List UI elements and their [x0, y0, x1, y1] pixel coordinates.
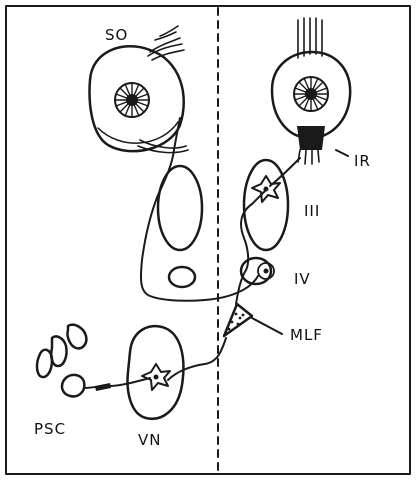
right-eye — [272, 18, 350, 138]
figure-frame — [6, 6, 410, 474]
label-iii: III — [304, 202, 320, 220]
vestibular-nucleus — [128, 326, 184, 419]
left-small-nucleus — [169, 267, 195, 287]
inferior-rectus-muscle — [297, 126, 348, 164]
label-ir: IR — [354, 152, 371, 170]
left-eye — [90, 46, 184, 151]
label-psc: PSC — [34, 420, 66, 438]
neural-pathways — [84, 118, 300, 388]
vestibular-neuron — [142, 364, 170, 390]
label-iv: IV — [294, 270, 311, 288]
label-mlf: MLF — [290, 326, 323, 344]
label-vn: VN — [138, 431, 161, 449]
mlf-tract — [224, 304, 252, 336]
semicircular-canals — [37, 325, 86, 397]
label-so: SO — [105, 26, 128, 44]
mlf-pointer — [252, 318, 282, 334]
